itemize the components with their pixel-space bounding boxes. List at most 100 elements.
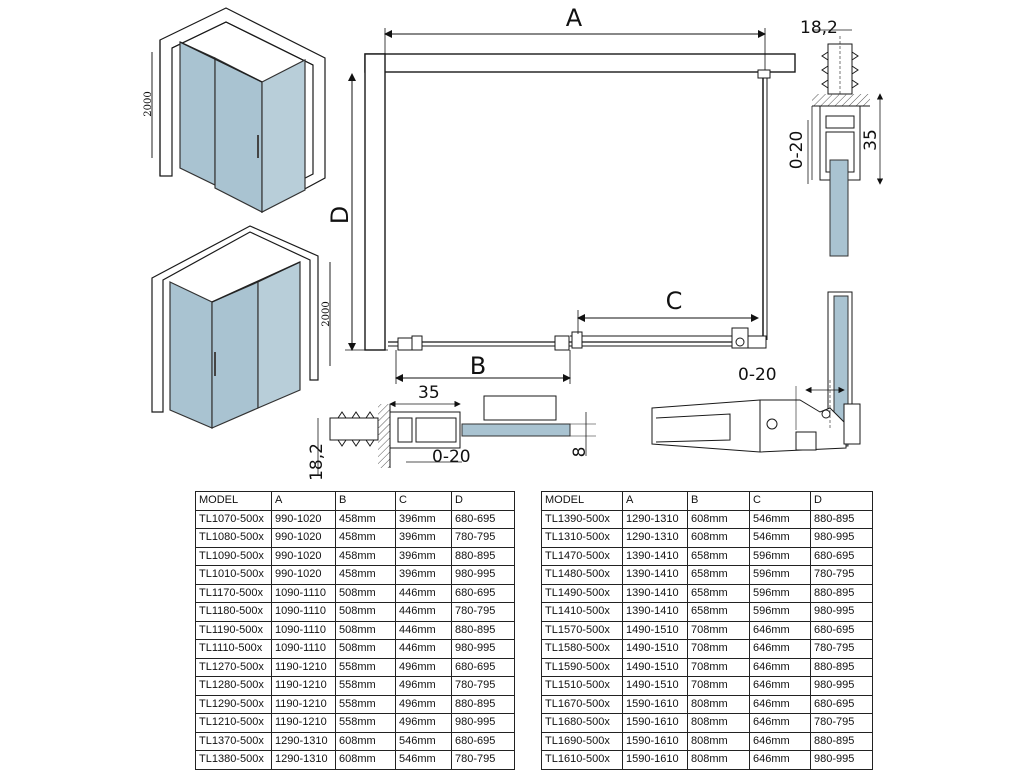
table-cell: 680-695 [810, 546, 873, 566]
table-cell: TL1280-500x [195, 676, 272, 696]
isometric-view-bottom [151, 225, 331, 429]
table-cell: TL1670-500x [541, 694, 623, 714]
table-cell: 496mm [395, 694, 452, 714]
table-cell: TL1090-500x [195, 546, 272, 566]
table-cell: 446mm [395, 639, 452, 659]
table-cell: 558mm [335, 694, 396, 714]
table-cell: 708mm [687, 657, 750, 677]
table-cell: 396mm [395, 565, 452, 585]
table-cell: 708mm [687, 620, 750, 640]
table-cell: 680-695 [451, 657, 515, 677]
column-header: MODEL [541, 491, 623, 511]
table-cell: 880-895 [451, 546, 515, 566]
table-cell: 496mm [395, 676, 452, 696]
table-cell: 546mm [749, 528, 811, 548]
table-cell: 680-695 [810, 694, 873, 714]
label-c: C [666, 287, 683, 315]
table-cell: 990-1020 [271, 565, 336, 585]
table-cell: 646mm [749, 750, 811, 770]
table-cell: 396mm [395, 546, 452, 566]
table-cell: 1590-1610 [622, 713, 688, 733]
table-cell: 780-795 [451, 602, 515, 622]
detail-bottom-profile [317, 395, 596, 476]
column-header: C [749, 491, 811, 511]
table-cell: 608mm [335, 750, 396, 770]
table-cell: 558mm [335, 713, 396, 733]
table-cell: 496mm [395, 657, 452, 677]
table-cell: 680-695 [451, 583, 515, 603]
table-cell: 646mm [749, 731, 811, 751]
table-cell: 658mm [687, 565, 750, 585]
detail-hinge [651, 291, 861, 453]
table-cell: 1290-1310 [622, 509, 688, 529]
table-cell: 646mm [749, 713, 811, 733]
table-cell: 990-1020 [271, 509, 336, 529]
table-cell: 1590-1610 [622, 731, 688, 751]
table-cell: 780-795 [451, 750, 515, 770]
table-cell: 596mm [749, 602, 811, 622]
table-cell: 396mm [395, 509, 452, 529]
table-cell: 808mm [687, 731, 750, 751]
table-cell: 880-895 [810, 731, 873, 751]
table-cell: 980-995 [810, 602, 873, 622]
table-cell: 1190-1210 [271, 694, 336, 714]
table-cell: TL1410-500x [541, 602, 623, 622]
table-cell: TL1370-500x [195, 731, 272, 751]
table-cell: 980-995 [810, 750, 873, 770]
table-cell: 608mm [335, 731, 396, 751]
dimension-a [384, 28, 766, 70]
table-cell: 880-895 [810, 657, 873, 677]
dimension-b [395, 350, 571, 384]
table-cell: 658mm [687, 546, 750, 566]
table-cell: 458mm [335, 546, 396, 566]
table-cell: 1090-1110 [271, 639, 336, 659]
table-cell: 608mm [687, 509, 750, 529]
table-cell: 680-695 [451, 509, 515, 529]
table-cell: 1290-1310 [271, 750, 336, 770]
table-cell: 1290-1310 [622, 528, 688, 548]
table-cell: TL1110-500x [195, 639, 272, 659]
table-cell: TL1080-500x [195, 528, 272, 548]
dim-8: 8 [570, 447, 590, 458]
column-header: B [687, 491, 750, 511]
plan-view [364, 53, 796, 351]
table-cell: 1590-1610 [622, 750, 688, 770]
table-cell: TL1690-500x [541, 731, 623, 751]
table-cell: TL1180-500x [195, 602, 272, 622]
dimension-c [577, 310, 759, 334]
table-cell: 1290-1310 [271, 731, 336, 751]
column-header: A [271, 491, 336, 511]
label-b: B [470, 352, 486, 380]
table-cell: TL1310-500x [541, 528, 623, 548]
dim-18-2-bottom: 18,2 [307, 443, 327, 480]
table-cell: TL1480-500x [541, 565, 623, 585]
table-cell: 880-895 [451, 620, 515, 640]
table-cell: 596mm [749, 546, 811, 566]
table-cell: TL1170-500x [195, 583, 272, 603]
table-cell: 1090-1110 [271, 602, 336, 622]
technical-drawing: 2000 2000 [143, 4, 884, 480]
label-d: D [326, 206, 354, 224]
table-cell: 990-1020 [271, 546, 336, 566]
table-cell: 446mm [395, 602, 452, 622]
table-cell: 880-895 [451, 694, 515, 714]
